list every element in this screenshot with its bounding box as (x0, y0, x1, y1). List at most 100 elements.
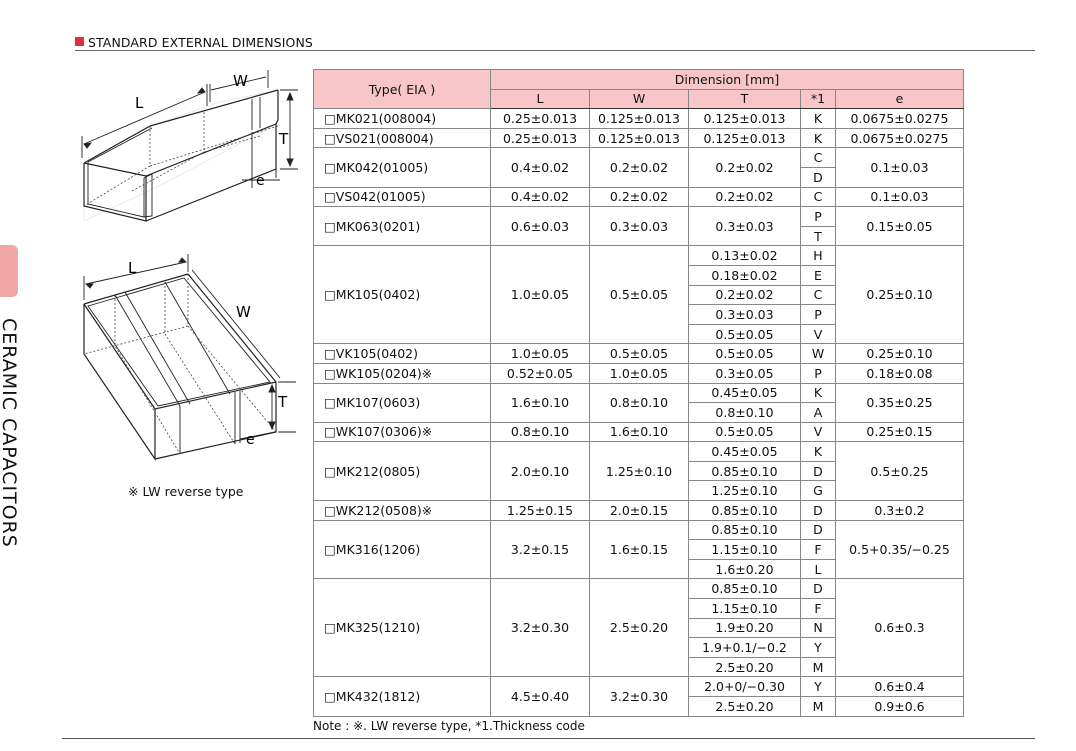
cell-thickness-code: E (800, 264, 836, 286)
cell-T: 0.125±0.013 (688, 127, 801, 149)
cell-thickness-code: K (800, 127, 836, 149)
cell-thickness-code: D (800, 460, 836, 482)
cell-thickness-code: W (800, 343, 836, 364)
cell-T: 0.85±0.10 (688, 460, 801, 482)
cell-T: 0.3±0.03 (688, 304, 801, 325)
cell-e: 0.3±0.2 (835, 500, 964, 521)
cell-e: 0.1±0.03 (835, 186, 964, 208)
header-thickness-code: *1 (800, 88, 836, 110)
cell-e: 0.15±0.05 (835, 206, 964, 247)
cell-e: 0.25±0.10 (835, 343, 964, 364)
cell-type: □VS042(01005) (313, 186, 491, 208)
side-tab (0, 245, 18, 297)
cell-type: □MK105(0402) (313, 245, 491, 345)
header-W: W (589, 88, 689, 110)
cell-thickness-code: P (800, 304, 836, 325)
cell-thickness-code: A (800, 402, 836, 423)
cell-e: 0.9±0.6 (835, 696, 964, 717)
header-dimension: Dimension [mm] (490, 69, 964, 90)
cell-W: 0.125±0.013 (589, 108, 689, 129)
header-type: Type( EIA ) (313, 68, 491, 110)
cell-T: 0.2±0.02 (688, 147, 801, 188)
cell-T: 0.3±0.05 (688, 362, 801, 384)
cell-thickness-code: K (800, 382, 836, 404)
cell-W: 1.25±0.10 (589, 441, 689, 502)
cell-L: 0.52±0.05 (490, 362, 590, 384)
cell-T: 0.3±0.03 (688, 206, 801, 247)
cell-T: 2.5±0.20 (688, 696, 801, 717)
cell-T: 0.45±0.05 (688, 441, 801, 462)
cell-thickness-code: N (800, 617, 836, 639)
cell-L: 1.25±0.15 (490, 500, 590, 521)
cell-thickness-code: T (800, 225, 836, 247)
cell-L: 0.4±0.02 (490, 147, 590, 188)
dim-T-label-2: T (277, 393, 288, 411)
cell-L: 3.2±0.15 (490, 519, 590, 580)
cell-T: 0.2±0.02 (688, 284, 801, 306)
section-header: STANDARD EXTERNAL DIMENSIONS (75, 32, 1035, 51)
cell-e: 0.18±0.08 (835, 362, 964, 384)
cell-T: 0.85±0.10 (688, 519, 801, 541)
cell-e: 0.25±0.10 (835, 245, 964, 345)
cell-L: 2.0±0.10 (490, 441, 590, 502)
dim-T-label: T (278, 130, 289, 148)
cell-L: 0.8±0.10 (490, 421, 590, 443)
cell-type: □MK316(1206) (313, 519, 491, 580)
cell-type: □WK107(0306)※ (313, 421, 491, 443)
cell-T: 0.5±0.05 (688, 323, 801, 345)
cell-thickness-code: K (800, 108, 836, 129)
cell-L: 0.4±0.02 (490, 186, 590, 208)
cell-T: 0.85±0.10 (688, 500, 801, 521)
cell-T: 0.13±0.02 (688, 245, 801, 266)
cell-thickness-code: Y (800, 637, 836, 658)
cell-T: 0.85±0.10 (688, 578, 801, 600)
cell-thickness-code: V (800, 323, 836, 345)
cell-type: □VS021(008004) (313, 127, 491, 149)
cell-T: 0.125±0.013 (688, 108, 801, 129)
side-label: CERAMIC CAPACITORS (0, 318, 18, 548)
red-square-marker (75, 37, 84, 46)
cell-W: 0.5±0.05 (589, 245, 689, 345)
bottom-rule (62, 738, 1035, 739)
header-L: L (490, 88, 590, 110)
cell-e: 0.0675±0.0275 (835, 127, 964, 149)
cell-e: 0.5±0.25 (835, 441, 964, 502)
dim-L-label-2: L (128, 259, 137, 277)
cell-type: □MK063(0201) (313, 206, 491, 247)
cell-e: 0.35±0.25 (835, 382, 964, 423)
cell-thickness-code: D (800, 500, 836, 521)
cell-W: 2.5±0.20 (589, 578, 689, 678)
cell-W: 2.0±0.15 (589, 500, 689, 521)
cell-W: 1.6±0.15 (589, 519, 689, 580)
cell-type: □MK212(0805) (313, 441, 491, 502)
cell-thickness-code: D (800, 166, 836, 188)
cell-e: 0.6±0.4 (835, 676, 964, 697)
lw-reverse-note: ※ LW reverse type (128, 484, 244, 499)
cell-T: 2.5±0.20 (688, 656, 801, 678)
cell-thickness-code: K (800, 441, 836, 462)
cell-L: 0.25±0.013 (490, 127, 590, 149)
cell-T: 2.0+0/−0.30 (688, 676, 801, 697)
cell-T: 1.9±0.20 (688, 617, 801, 639)
cell-thickness-code: C (800, 186, 836, 208)
cell-T: 0.18±0.02 (688, 264, 801, 286)
cell-T: 1.9+0.1/−0.2 (688, 637, 801, 658)
cell-thickness-code: M (800, 696, 836, 717)
dim-W-label: W (233, 72, 248, 90)
header-e: e (835, 88, 964, 110)
cell-e: 0.5+0.35/−0.25 (835, 519, 964, 580)
cell-thickness-code: L (800, 558, 836, 580)
